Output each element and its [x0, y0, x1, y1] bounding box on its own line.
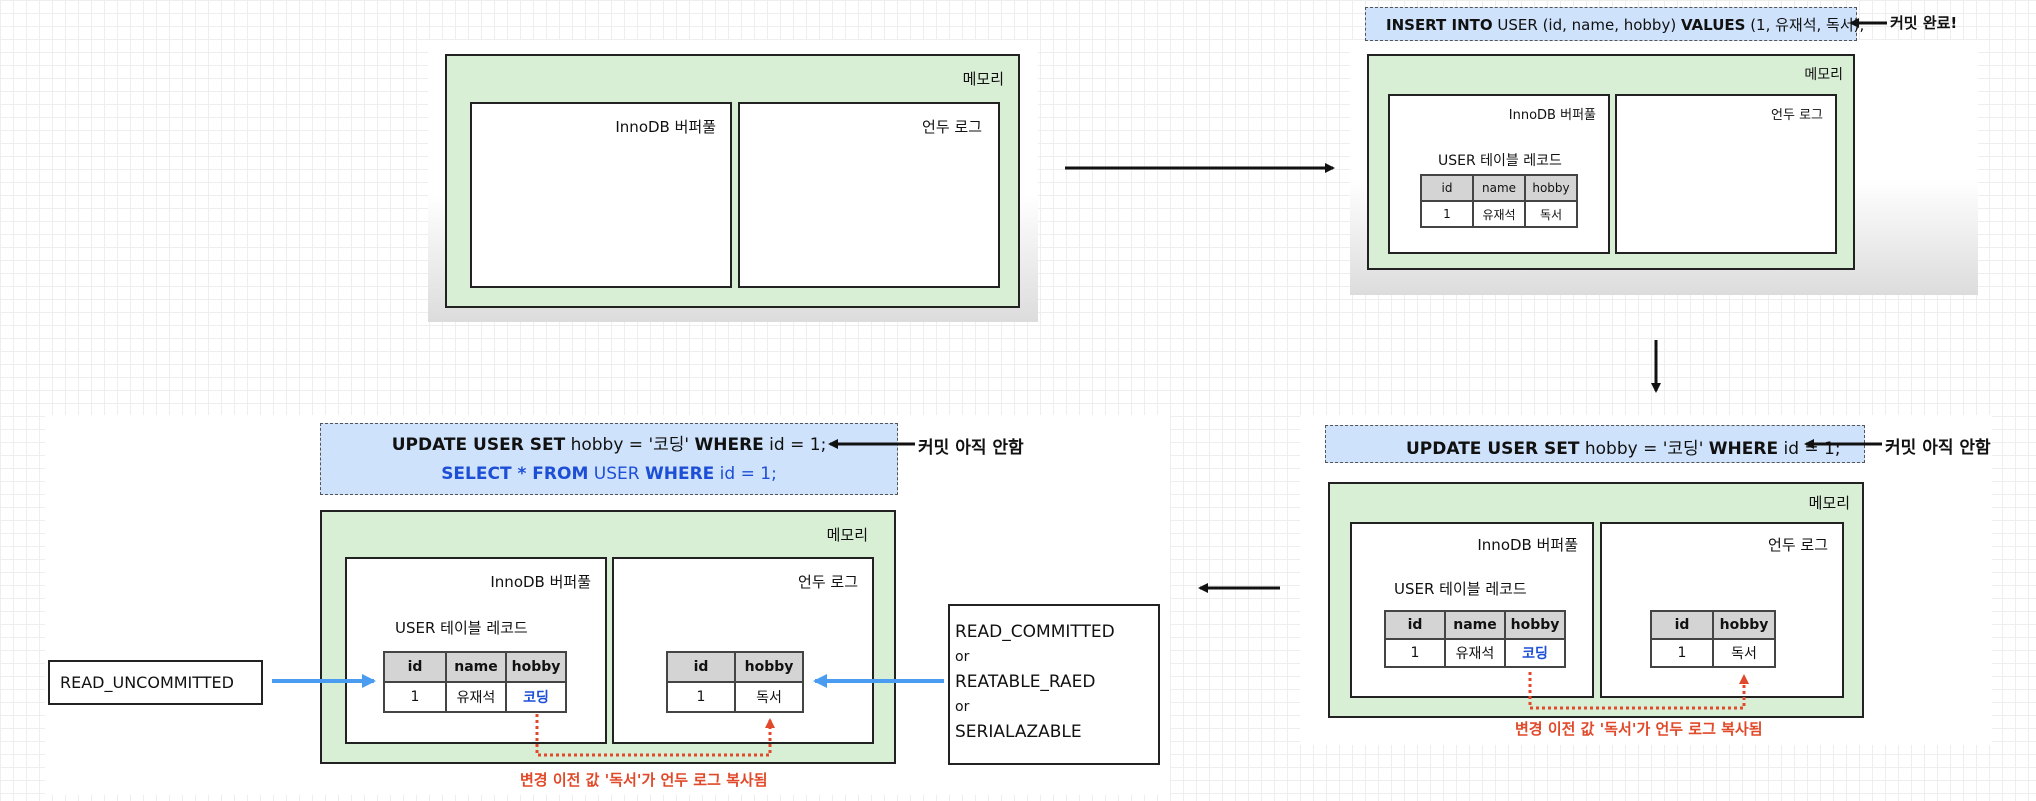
read-committed-label: READ_COMMITTED: [955, 622, 1115, 642]
table-caption: USER 테이블 레코드: [1394, 580, 1527, 598]
sql-text: id = 1;: [714, 464, 777, 484]
sql-keyword: WHERE: [1708, 439, 1779, 459]
col-name: name: [1472, 174, 1526, 202]
read-uncommitted-box: READ_UNCOMMITTED: [48, 660, 263, 705]
sql-keyword: VALUES: [1680, 16, 1746, 34]
step3-copied-note: 변경 이전 값 '독서'가 언두 로그 복사됨: [1515, 720, 1763, 738]
step2-commit-note: 커밋 완료!: [1890, 14, 1958, 32]
serializable-label: SERIALAZABLE: [955, 722, 1082, 742]
sql-text: id = 1;: [763, 435, 827, 455]
cell-hobby-updated: 코딩: [505, 681, 567, 713]
cell-hobby-updated: 코딩: [1504, 638, 1566, 668]
sql-keyword: UPDATE USER SET: [1406, 439, 1580, 459]
step1-undo-log: 언두 로그: [738, 102, 1000, 288]
sql-keyword: SELECT * FROM: [441, 464, 589, 484]
cell-id: 1: [383, 681, 447, 713]
sql-text: hobby = '코딩': [565, 435, 695, 455]
col-name: name: [445, 651, 507, 683]
cell-id: 1: [1420, 200, 1474, 228]
col-id: id: [666, 651, 736, 683]
memory-label: 메모리: [1804, 67, 1843, 83]
or-label: or: [955, 699, 970, 715]
sql-text: (1, 유재석, 독서);: [1745, 16, 1865, 34]
col-name: name: [1444, 610, 1506, 640]
cell-hobby: 독서: [734, 681, 804, 713]
cell-name: 유재석: [1444, 638, 1506, 668]
cell-hobby: 독서: [1712, 638, 1776, 668]
col-hobby: hobby: [505, 651, 567, 683]
sql-keyword: UPDATE USER SET: [391, 435, 566, 455]
col-hobby: hobby: [1524, 174, 1578, 202]
read-uncommitted-label: READ_UNCOMMITTED: [60, 673, 234, 692]
update-statement: UPDATE USER SET hobby = '코딩' WHERE id = …: [321, 431, 897, 460]
buffer-pool-label: InnoDB 버퍼풀: [490, 573, 591, 591]
buffer-pool-label: InnoDB 버퍼풀: [1477, 536, 1578, 554]
sql-text: hobby = '코딩': [1579, 439, 1709, 459]
table-caption: USER 테이블 레코드: [1438, 153, 1562, 169]
undo-log-label: 언두 로그: [798, 573, 858, 591]
cell-id: 1: [1650, 638, 1714, 668]
memory-label: 메모리: [1808, 494, 1850, 512]
table-caption: USER 테이블 레코드: [395, 619, 528, 637]
buffer-pool-label: InnoDB 버퍼풀: [1508, 108, 1596, 123]
undo-log-label: 언두 로그: [922, 118, 982, 136]
col-id: id: [1384, 610, 1446, 640]
sql-text: USER (id, name, hobby): [1492, 16, 1681, 34]
col-hobby: hobby: [1712, 610, 1776, 640]
repeatable-read-label: REATABLE_RAED: [955, 672, 1096, 692]
undo-log-label: 언두 로그: [1771, 108, 1823, 123]
cell-id: 1: [1384, 638, 1446, 668]
col-hobby: hobby: [734, 651, 804, 683]
step4-commit-note: 커밋 아직 안함: [918, 438, 1024, 458]
or-label: or: [955, 649, 970, 665]
undo-log-label: 언두 로그: [1768, 536, 1828, 554]
step4-sql-box: UPDATE USER SET hobby = '코딩' WHERE id = …: [320, 423, 898, 495]
step4-copied-note: 변경 이전 값 '독서'가 언두 로그 복사됨: [520, 771, 768, 789]
sql-keyword: WHERE: [694, 435, 764, 455]
isolation-levels-box: READ_COMMITTED or REATABLE_RAED or SERIA…: [948, 604, 1160, 765]
col-id: id: [1420, 174, 1474, 202]
step3-sql-box: UPDATE USER SET hobby = '코딩' WHERE id = …: [1325, 425, 1865, 463]
buffer-pool-label: InnoDB 버퍼풀: [615, 118, 716, 136]
col-id: id: [383, 651, 447, 683]
step1-buffer-pool: InnoDB 버퍼풀: [470, 102, 732, 288]
select-statement: SELECT * FROM USER WHERE id = 1;: [321, 460, 897, 489]
sql-keyword: WHERE: [644, 464, 715, 484]
col-hobby: hobby: [1504, 610, 1566, 640]
memory-label: 메모리: [962, 70, 1004, 88]
col-id: id: [1650, 610, 1714, 640]
undo-copy-connector-step4: [535, 714, 775, 757]
cell-hobby: 독서: [1524, 200, 1578, 228]
memory-label: 메모리: [826, 526, 868, 544]
sql-keyword: INSERT INTO: [1386, 16, 1493, 34]
cell-id: 1: [666, 681, 736, 713]
undo-copy-connector-step3: [1528, 672, 1749, 710]
step2-sql-box: INSERT INTO USER (id, name, hobby) VALUE…: [1365, 7, 1865, 41]
step2-undo-log: 언두 로그: [1615, 94, 1837, 254]
sql-text: USER: [588, 464, 645, 484]
cell-name: 유재석: [445, 681, 507, 713]
step3-commit-note: 커밋 아직 안함: [1885, 438, 1991, 458]
cell-name: 유재석: [1472, 200, 1526, 228]
